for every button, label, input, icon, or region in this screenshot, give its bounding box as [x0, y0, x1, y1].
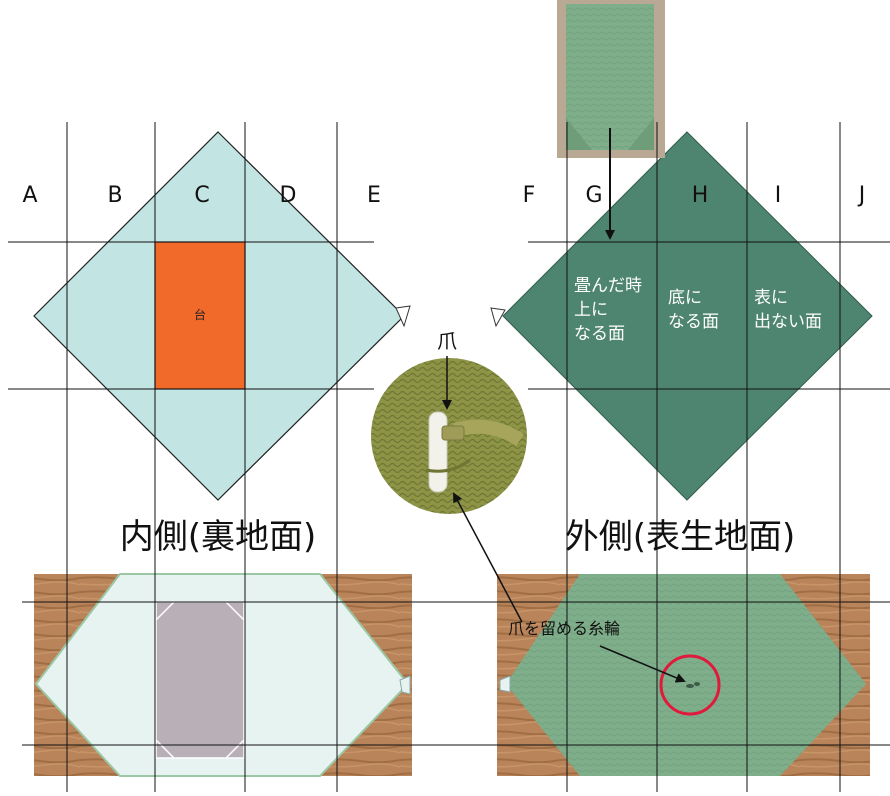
column-label-h: H: [692, 183, 709, 208]
section-h-label: 底に なる面: [668, 288, 719, 332]
loop-label: 爪を留める糸輪: [508, 619, 620, 638]
column-labels: A B C D E F G H I J: [22, 183, 865, 208]
column-label-g: G: [585, 183, 602, 208]
column-label-j: J: [857, 183, 866, 208]
claw-tab-inner: [395, 305, 411, 328]
column-label-b: B: [107, 183, 122, 208]
base-label: 台: [194, 307, 206, 322]
grid-lines: [8, 122, 890, 792]
column-label-a: A: [22, 183, 37, 208]
outer-cloth-diagram: 畳んだ時 上に なる面 底に なる面 表に 出ない面: [490, 131, 873, 501]
claw-tab-outer: [490, 307, 506, 328]
inner-caption: 内側(裏地面): [120, 517, 317, 557]
claw-label: 爪: [437, 329, 457, 353]
loop-highlight-circle: [659, 654, 721, 716]
column-label-f: F: [523, 183, 536, 208]
outer-caption: 外側(表生地面): [565, 517, 796, 557]
loop-arrow: [453, 492, 523, 623]
inner-cloth-diagram: 台: [33, 131, 411, 501]
section-i-label: 表に 出ない面: [754, 288, 822, 332]
column-label-e: E: [367, 183, 381, 208]
column-label-i: I: [775, 183, 782, 208]
column-label-c: C: [194, 183, 209, 208]
folded-cloth-photo: [557, 0, 665, 158]
section-g-label: 畳んだ時 上に なる面: [574, 276, 647, 344]
claw-closeup-photo: [371, 358, 527, 514]
column-label-d: D: [280, 183, 297, 208]
outer-cloth-photo: [497, 574, 870, 776]
outer-diamond: [502, 131, 873, 501]
inner-cloth-photo: [34, 573, 412, 777]
loop-pointer-arrow: [599, 645, 686, 683]
